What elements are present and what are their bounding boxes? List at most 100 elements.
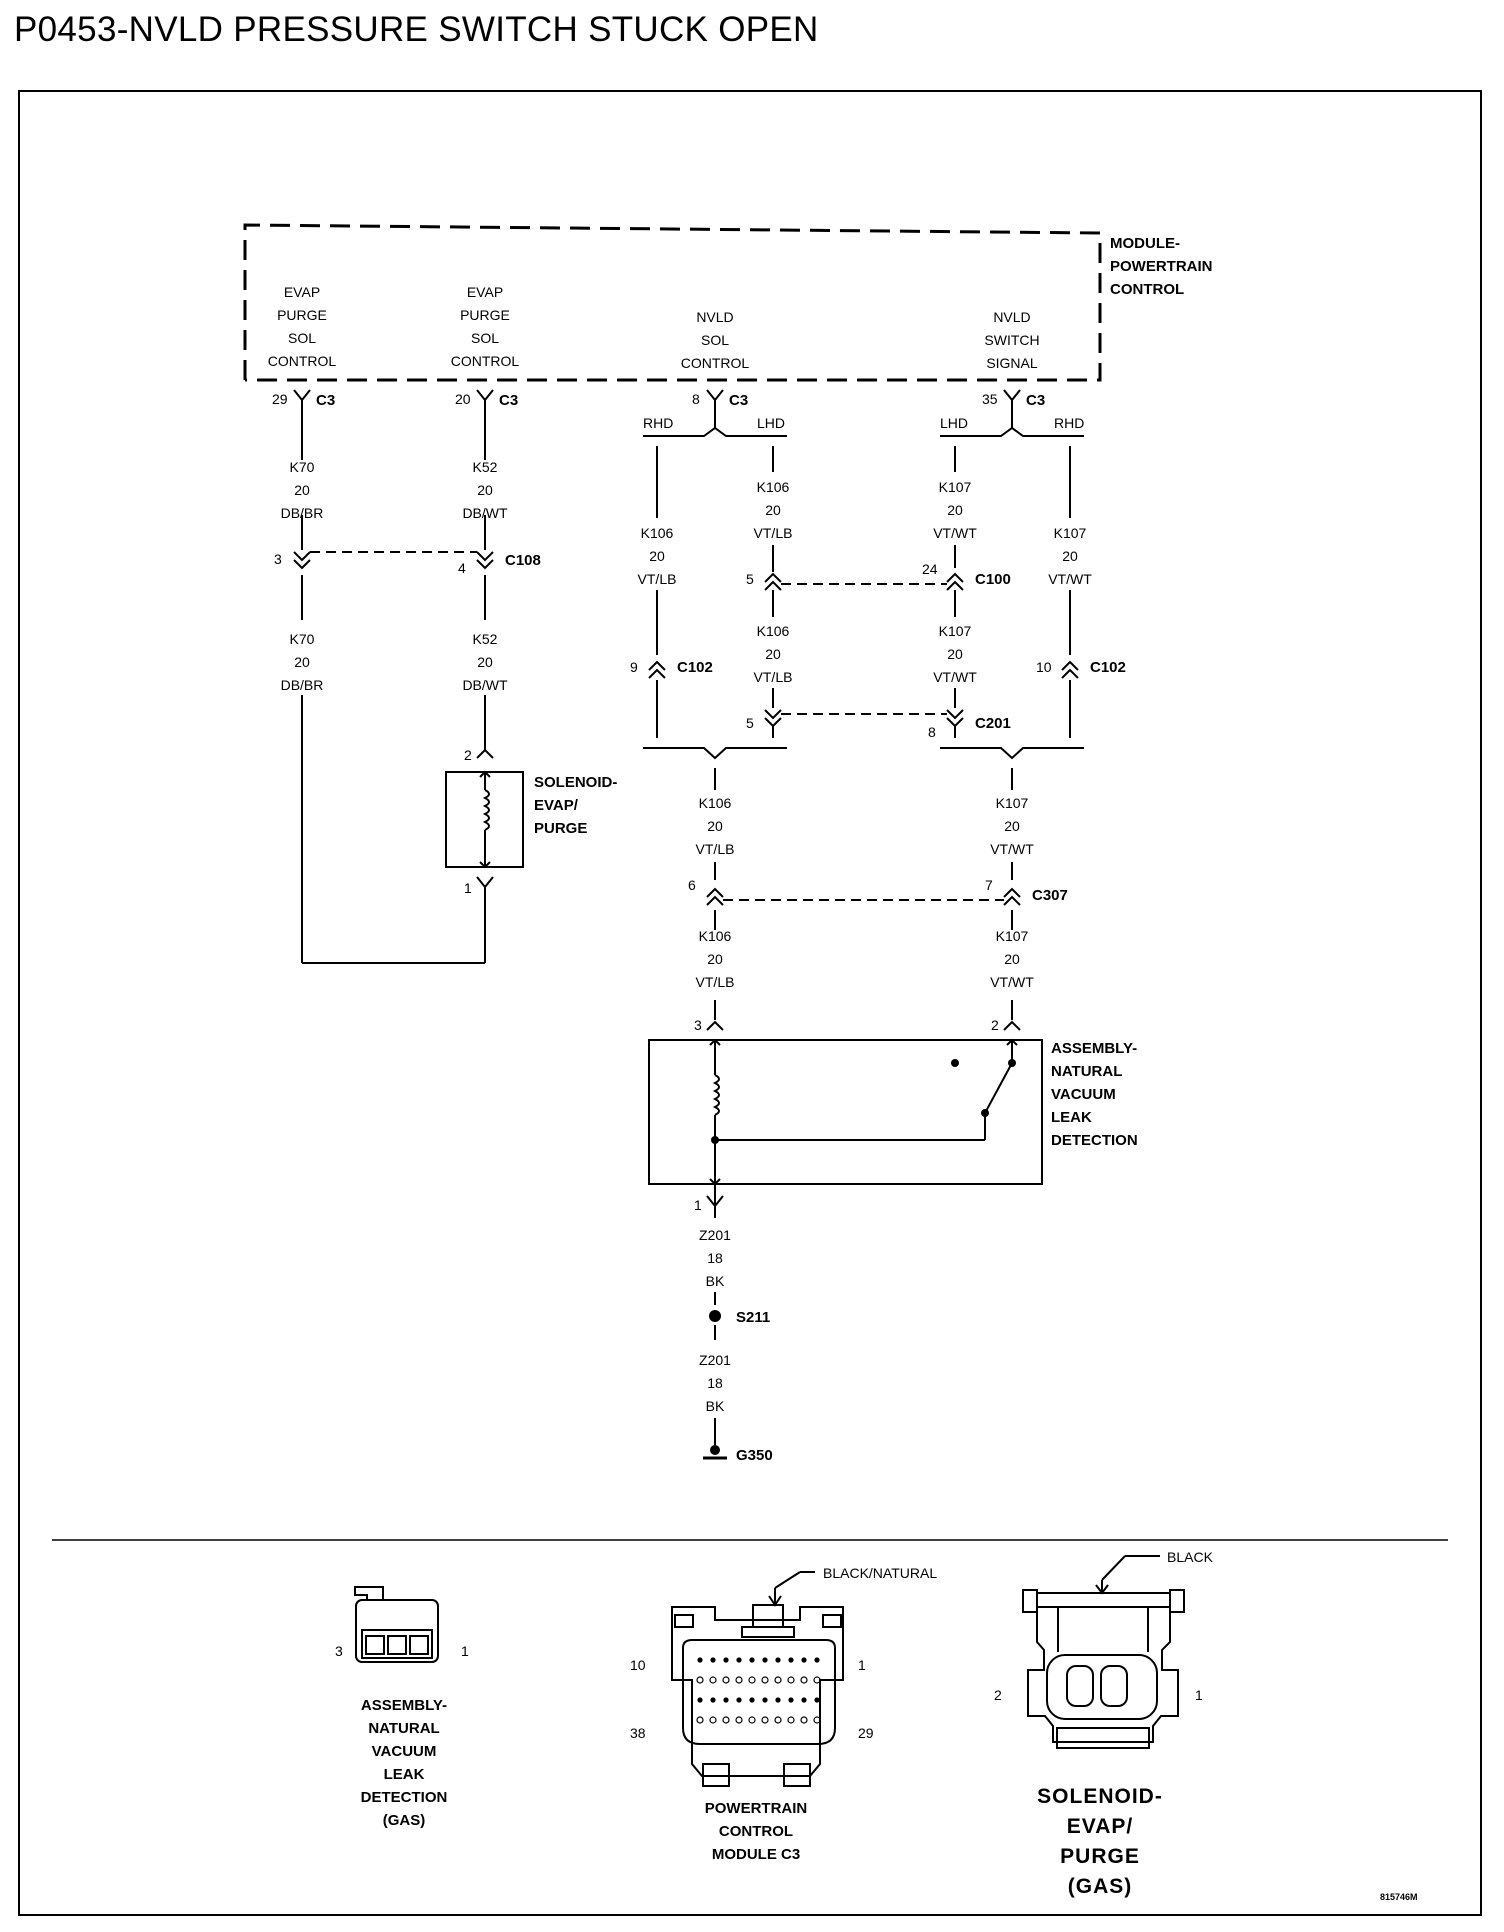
figure-id: 815746M xyxy=(1380,1892,1418,1902)
k106-gauge-4: 20 xyxy=(707,951,723,967)
k70-code: K70 xyxy=(290,459,315,475)
circuit-2-line-2: PURGE xyxy=(460,307,510,323)
nvld-connector-pin-1: 1 xyxy=(461,1643,469,1659)
c201-pin-8: 8 xyxy=(928,724,936,740)
pcm-connector-face: BLACK/NATURAL 10 1 38 29 xyxy=(630,1565,937,1787)
k70-label-lower: K70 20 DB/BR xyxy=(281,631,324,693)
c108-pin-3: 3 xyxy=(274,551,282,567)
nvld-pin-2: 2 xyxy=(991,1017,999,1033)
nvld-conn-label-5: DETECTION xyxy=(361,1789,448,1806)
k107-label-lower-2: K107 20 VT/WT xyxy=(990,928,1034,990)
k106-color-4: VT/LB xyxy=(696,974,735,990)
pcm-pin-dot xyxy=(736,1697,742,1703)
nvld-connector-face: 3 1 xyxy=(335,1586,469,1663)
nvld-connector-pin-3: 3 xyxy=(335,1643,343,1659)
pcm-pin-dot xyxy=(736,1657,742,1663)
nvld-pin-3: 3 xyxy=(694,1017,702,1033)
pcm-pin-dot xyxy=(722,1716,730,1724)
k52-color-2: DB/WT xyxy=(462,677,508,693)
pcm-pin-dot xyxy=(788,1697,794,1703)
ground-g350: G350 xyxy=(703,1445,773,1464)
c201-name: C201 xyxy=(975,715,1011,732)
k106-lhd-code-2: K106 xyxy=(757,623,790,639)
k107-lhd-label-upper: K107 20 VT/WT xyxy=(933,479,977,541)
k107-rhd-code: K107 xyxy=(1054,525,1087,541)
circuit-2-line-1: EVAP xyxy=(467,284,503,300)
k70-code-2: K70 xyxy=(290,631,315,647)
k106-label-lower-1: K106 20 VT/LB xyxy=(696,795,735,857)
pcm-pin-dot xyxy=(813,1716,821,1724)
c100-name: C100 xyxy=(975,571,1011,588)
solenoid-connector-pin-2: 2 xyxy=(994,1687,1002,1703)
pcm-pin-dot xyxy=(814,1697,820,1703)
solenoid-connector-color: BLACK xyxy=(1167,1549,1214,1565)
k106-rhd-code: K106 xyxy=(641,525,674,541)
sol-conn-label-2: EVAP/ xyxy=(1067,1815,1133,1838)
circuit-4-line-1: NVLD xyxy=(993,309,1030,325)
c307-pin-7: 7 xyxy=(985,877,993,893)
k106-merge xyxy=(643,747,787,1020)
c100-pin-24: 24 xyxy=(922,561,938,577)
circuit-label-nvld-sol: NVLD SOL CONTROL xyxy=(681,309,750,371)
k106-lhd-gauge: 20 xyxy=(765,502,781,518)
c100-connector: 5 24 C100 xyxy=(746,561,1011,591)
k107-lhd-label: LHD xyxy=(940,415,968,431)
solenoid-connector-pin-1: 1 xyxy=(1195,1687,1203,1703)
k70-gauge: 20 xyxy=(294,482,310,498)
k70-wire xyxy=(301,400,485,964)
k52-label-upper: K52 20 DB/WT xyxy=(462,459,508,521)
c3-pin-35: 35 C3 xyxy=(982,389,1045,409)
nvld-conn-label-1: ASSEMBLY- xyxy=(361,1697,447,1714)
pcm-pin-dot xyxy=(813,1676,821,1684)
c102-right-pin: 10 xyxy=(1036,659,1052,675)
c3-pin-20: 20 C3 xyxy=(455,389,518,409)
pcm-connector-color: BLACK/NATURAL xyxy=(823,1565,937,1581)
circuit-label-evap-2: EVAP PURGE SOL CONTROL xyxy=(451,284,520,369)
nvld-pin-1: 1 xyxy=(694,1197,702,1213)
circuit-label-nvld-switch: NVLD SWITCH SIGNAL xyxy=(984,309,1039,371)
nvld-conn-label-4: LEAK xyxy=(384,1766,425,1783)
c307-name: C307 xyxy=(1032,887,1068,904)
pcm-pin-dot xyxy=(801,1697,807,1703)
solenoid-label: SOLENOID- EVAP/ PURGE xyxy=(534,774,617,837)
pcm-pin-dot xyxy=(814,1657,820,1663)
c102-right-name: C102 xyxy=(1090,659,1126,676)
sol-conn-label-3: PURGE xyxy=(1060,1845,1140,1868)
pcm-pin-dot xyxy=(788,1657,794,1663)
module-label-line-1: MODULE- xyxy=(1110,235,1180,252)
nvld-connector-label: ASSEMBLY- NATURAL VACUUM LEAK DETECTION … xyxy=(361,1697,448,1829)
c3-pin-35-connector: C3 xyxy=(1026,392,1045,409)
c3-pin-8-number: 8 xyxy=(692,391,700,407)
k70-color-2: DB/BR xyxy=(281,677,324,693)
k106-rhd-gauge: 20 xyxy=(649,548,665,564)
k70-label-upper: K70 20 DB/BR xyxy=(281,459,324,521)
k106-code-4: K106 xyxy=(699,928,732,944)
c102-right-connector: 10 C102 xyxy=(1036,659,1126,679)
pcm-connector-pin-38: 38 xyxy=(630,1725,646,1741)
k52-code-2: K52 xyxy=(473,631,498,647)
circuit-1-line-3: SOL xyxy=(288,330,316,346)
solenoid-evap-purge: 2 1 xyxy=(445,745,524,896)
pcm-module-box xyxy=(243,223,1102,382)
pcm-pin-dot xyxy=(696,1716,704,1724)
pcm-pin-dot xyxy=(775,1697,781,1703)
k107-lhd-color: VT/WT xyxy=(933,525,977,541)
circuit-3-line-3: CONTROL xyxy=(681,355,750,371)
c3-pin-29-connector: C3 xyxy=(316,392,335,409)
nvld-label-5: DETECTION xyxy=(1051,1132,1138,1149)
c3-pin-20-number: 20 xyxy=(455,391,471,407)
pcm-pin-dot xyxy=(735,1676,743,1684)
pcm-pin-dot xyxy=(722,1676,730,1684)
k107-code-3: K107 xyxy=(996,795,1029,811)
circuit-2-line-4: CONTROL xyxy=(451,353,520,369)
k52-label-lower: K52 20 DB/WT xyxy=(462,631,508,693)
pcm-conn-label-3: MODULE C3 xyxy=(712,1846,800,1863)
pcm-conn-label-2: CONTROL xyxy=(719,1823,793,1840)
c307-pin-6: 6 xyxy=(688,877,696,893)
pcm-pin-dot xyxy=(709,1676,717,1684)
nvld-assembly: 3 2 1 xyxy=(648,1017,1043,1213)
pcm-pin-dot xyxy=(749,1697,755,1703)
pcm-pin-dot xyxy=(748,1716,756,1724)
k106-gauge-3: 20 xyxy=(707,818,723,834)
z201-color: BK xyxy=(706,1273,725,1289)
